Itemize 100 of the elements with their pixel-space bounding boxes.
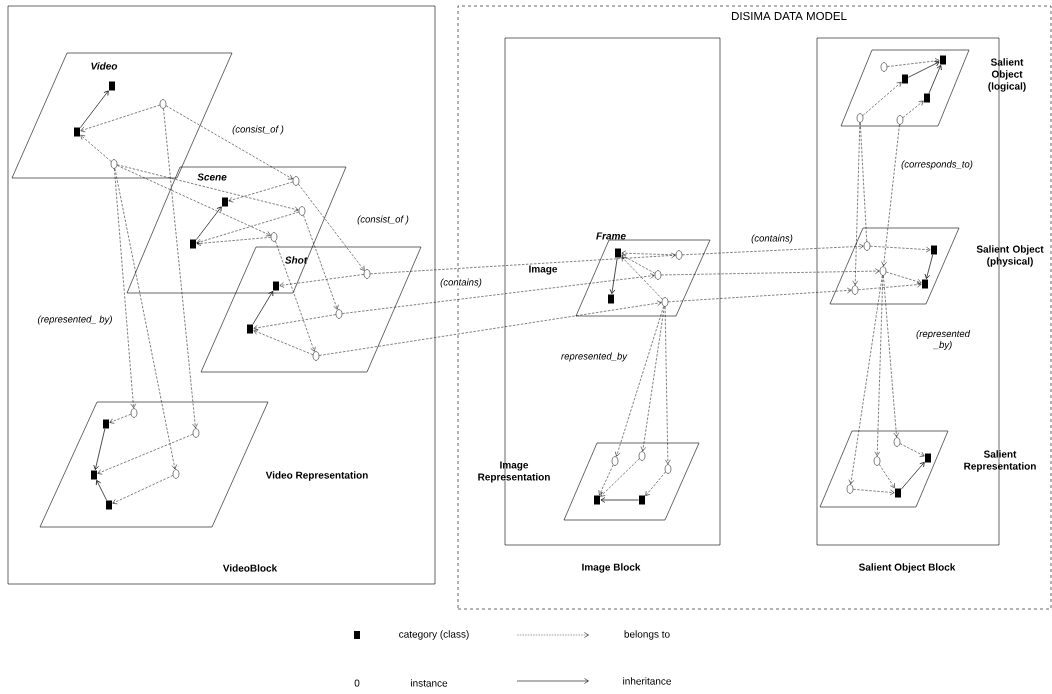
category-square bbox=[639, 495, 645, 505]
node-label: Salient Object Block bbox=[858, 563, 956, 573]
plane: Salient Object (physical) bbox=[829, 227, 1044, 305]
arrow bbox=[228, 181, 294, 203]
legend-label: belongs to bbox=[624, 630, 670, 640]
plane: Video Representation bbox=[39, 401, 368, 528]
arrow bbox=[899, 443, 925, 457]
category-square bbox=[902, 74, 908, 84]
arrow bbox=[621, 254, 656, 274]
arrow bbox=[862, 81, 902, 116]
category-square bbox=[924, 93, 930, 103]
arrow bbox=[598, 464, 614, 496]
arrow bbox=[881, 124, 900, 267]
legend-label: inheritance bbox=[623, 677, 671, 685]
node-label: Image Representation bbox=[478, 461, 550, 483]
arrow bbox=[668, 287, 852, 303]
arrow bbox=[114, 168, 136, 409]
edge-label: (contains) bbox=[750, 233, 794, 245]
arrow bbox=[195, 206, 222, 241]
category-square bbox=[103, 419, 109, 429]
arrow bbox=[600, 458, 640, 497]
node-label: Video Representation bbox=[265, 471, 368, 481]
arrow bbox=[298, 183, 365, 271]
category-square bbox=[925, 453, 931, 463]
arrow bbox=[664, 306, 671, 465]
node-label: Image bbox=[529, 265, 558, 275]
arrow bbox=[907, 61, 940, 78]
node-label: Salient Object (physical) bbox=[976, 245, 1044, 267]
category-square bbox=[931, 245, 937, 255]
arrow bbox=[900, 462, 925, 490]
arrow bbox=[640, 306, 665, 452]
arrow bbox=[879, 464, 895, 489]
category-square bbox=[222, 197, 228, 207]
arrow bbox=[116, 164, 299, 212]
category-square bbox=[190, 239, 196, 249]
category-square bbox=[247, 324, 253, 334]
plane: Shot bbox=[200, 246, 422, 373]
edge-label: (contains) bbox=[439, 277, 483, 289]
arrow bbox=[196, 237, 271, 247]
node-label: Frame bbox=[596, 232, 626, 240]
edge-label: (consist_of ) bbox=[231, 124, 285, 136]
category-square bbox=[74, 127, 80, 137]
arrow bbox=[80, 104, 161, 133]
category-square bbox=[940, 55, 946, 65]
arrow bbox=[924, 254, 934, 279]
edge-label: (represented _by) bbox=[912, 329, 974, 351]
plane: Image Representation bbox=[478, 442, 700, 521]
edge-label: (represented_ by) bbox=[36, 314, 114, 326]
category-square bbox=[594, 495, 600, 505]
arrow bbox=[112, 475, 174, 505]
arrow bbox=[852, 122, 861, 286]
arrow bbox=[93, 428, 106, 470]
category-square bbox=[608, 294, 614, 304]
arrow bbox=[682, 243, 864, 256]
arrow bbox=[661, 268, 880, 276]
arrow bbox=[883, 275, 899, 438]
legend-label: instance bbox=[411, 679, 448, 687]
arrow bbox=[163, 108, 198, 429]
arrow bbox=[858, 281, 922, 290]
legend-symbol: 0 bbox=[354, 679, 360, 687]
arrow bbox=[165, 105, 293, 180]
arrow bbox=[97, 434, 194, 475]
arrow bbox=[600, 497, 640, 503]
node-label: Salient Object (logical) bbox=[988, 58, 1026, 92]
edge-label: represented_by bbox=[560, 351, 628, 363]
arrow bbox=[253, 329, 314, 355]
arrow bbox=[848, 275, 883, 485]
arrow bbox=[319, 300, 662, 356]
arrow bbox=[95, 480, 107, 501]
edge-label: (corresponds_to) bbox=[900, 159, 974, 171]
arrow bbox=[252, 291, 274, 325]
node-label: Image Block bbox=[582, 563, 641, 573]
plane: Salient Object (logical) bbox=[840, 49, 1026, 127]
arrow bbox=[621, 250, 676, 256]
legend-label: category (class) bbox=[399, 630, 469, 640]
arrow bbox=[885, 271, 922, 285]
arrow bbox=[279, 274, 364, 288]
node-label: Salient Representation bbox=[964, 450, 1036, 472]
arrow bbox=[342, 273, 655, 314]
arrow bbox=[870, 245, 931, 253]
category-square bbox=[895, 488, 901, 498]
arrow bbox=[609, 257, 618, 294]
arrow bbox=[853, 489, 895, 496]
arrow bbox=[621, 256, 663, 300]
arrow bbox=[109, 414, 132, 424]
category-square bbox=[91, 470, 97, 480]
category-square bbox=[273, 281, 279, 291]
arrow bbox=[303, 214, 339, 310]
arrow bbox=[196, 211, 300, 245]
arrow bbox=[902, 100, 924, 118]
arrow bbox=[114, 168, 177, 470]
category-square bbox=[615, 248, 621, 258]
category-square bbox=[109, 81, 115, 91]
arrow bbox=[645, 471, 666, 496]
arrow bbox=[80, 134, 112, 162]
arrow bbox=[79, 90, 109, 128]
arrow bbox=[887, 58, 940, 67]
category-square bbox=[106, 500, 112, 510]
arrow bbox=[370, 252, 676, 275]
arrow bbox=[116, 165, 271, 237]
